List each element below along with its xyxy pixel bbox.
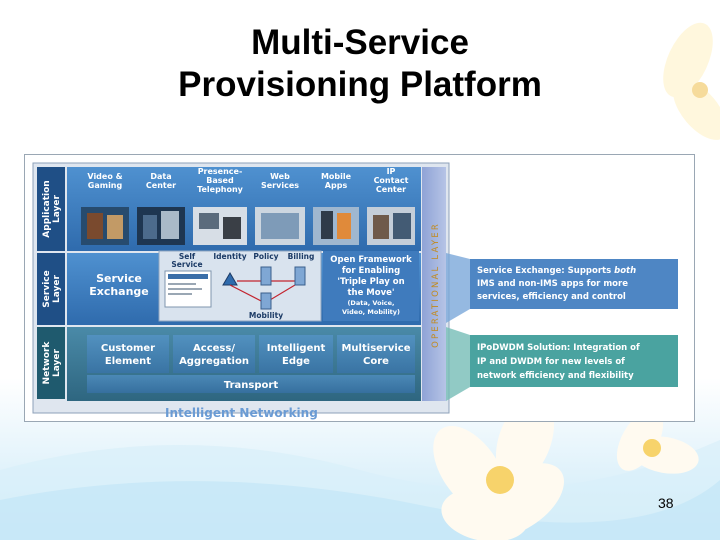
open-framework-line-4: the Move' bbox=[347, 288, 394, 298]
network-box-customer-element bbox=[87, 335, 169, 373]
app-tile-presence-telephony: Presence- Based Telephony bbox=[193, 167, 247, 245]
service-exchange-line-2: Exchange bbox=[89, 285, 149, 298]
service-callout-line-2: IMS and non-IMS apps for more bbox=[477, 279, 628, 289]
app-label: IP bbox=[387, 167, 396, 176]
app-label: Data bbox=[150, 172, 171, 181]
service-callout-text: Service Exchange: Supports bbox=[477, 266, 614, 276]
slide-title-line-1: Multi-Service bbox=[251, 23, 469, 62]
operational-layer-label: OPERATIONAL LAYER bbox=[431, 222, 441, 348]
mobility-server-icon bbox=[260, 292, 272, 310]
open-framework-line-3: 'Triple Play on bbox=[337, 277, 404, 287]
network-box-intelligent-edge bbox=[259, 335, 333, 373]
service-callout-line-1: Service Exchange: Supports both bbox=[477, 266, 636, 276]
slide-title: Multi-Service Provisioning Platform bbox=[0, 22, 720, 106]
ipodwdm-callout-line-2: IP and DWDM for new levels of bbox=[477, 357, 625, 367]
app-tile-video-gaming: Video & Gaming bbox=[81, 172, 129, 245]
network-box-access-aggregation bbox=[173, 335, 255, 373]
open-framework-line-6: Video, Mobility) bbox=[342, 308, 400, 316]
app-tile-ip-contact-center: IP Contact Center bbox=[367, 167, 415, 245]
mobility-label: Mobility bbox=[249, 311, 283, 320]
open-framework-line-1: Open Framework bbox=[330, 255, 412, 265]
open-framework-panel: Open Framework for Enabling 'Triple Play… bbox=[323, 251, 419, 321]
application-layer-label: Application bbox=[42, 180, 52, 237]
slide-title-line-2: Provisioning Platform bbox=[178, 65, 542, 104]
page-number: 38 bbox=[658, 495, 674, 511]
open-framework-line-5: (Data, Voice, bbox=[347, 299, 394, 307]
self-service-label: Self bbox=[179, 252, 196, 261]
network-item-label: Intelligent bbox=[267, 343, 326, 354]
service-callout-emphasis: both bbox=[614, 266, 636, 276]
application-layer-label-2: Layer bbox=[52, 194, 62, 223]
layer-labels: Application Layer Service Layer Network … bbox=[37, 167, 65, 399]
service-exchange-line-1: Service bbox=[96, 272, 142, 285]
frangipani-flower-top-right bbox=[663, 22, 720, 140]
app-label: Center bbox=[146, 181, 176, 190]
app-tile-data-center: Data Center bbox=[137, 172, 185, 245]
ipodwdm-callout: IPoDWDM Solution: Integration of IP and … bbox=[446, 327, 678, 401]
network-layer-label-2: Layer bbox=[52, 348, 62, 377]
app-label: Gaming bbox=[88, 181, 123, 190]
identity-label: Identity bbox=[213, 252, 246, 261]
network-item-label: Element bbox=[105, 356, 151, 367]
ipodwdm-callout-line-1: IPoDWDM Solution: Integration of bbox=[477, 343, 640, 353]
app-label: Center bbox=[376, 185, 406, 194]
intelligent-networking-label: Intelligent Networking bbox=[165, 406, 318, 420]
self-service-label-2: Service bbox=[171, 260, 202, 269]
application-tiles: Video & Gaming Data Center Presence- Bas… bbox=[81, 167, 415, 245]
service-exchange-label: Service Exchange bbox=[89, 272, 149, 298]
app-label: Web bbox=[270, 172, 290, 181]
app-label: Presence- bbox=[198, 167, 243, 176]
policy-label: Policy bbox=[253, 252, 278, 261]
app-label: Based bbox=[206, 176, 234, 185]
app-tile-mobile-apps: Mobile Apps bbox=[313, 172, 359, 245]
network-layer-label: Network bbox=[42, 341, 52, 385]
app-label: Apps bbox=[325, 181, 348, 190]
policy-server-icon bbox=[260, 266, 272, 286]
network-item-label: Multiservice bbox=[341, 343, 410, 354]
app-label: Contact bbox=[374, 176, 409, 185]
transport-bar bbox=[87, 375, 415, 393]
app-label: Video & bbox=[87, 172, 122, 181]
app-label: Mobile bbox=[321, 172, 352, 181]
architecture-diagram-svg: Application Layer Service Layer Network … bbox=[32, 162, 678, 420]
architecture-diagram: Application Layer Service Layer Network … bbox=[24, 154, 695, 422]
app-tile-web-services: Web Services bbox=[255, 172, 305, 245]
app-label: Telephony bbox=[197, 185, 244, 194]
open-framework-line-2: for Enabling bbox=[342, 266, 400, 276]
network-item-label: Access/ bbox=[193, 343, 235, 354]
network-item-label: Core bbox=[363, 356, 389, 367]
app-label: Services bbox=[261, 181, 299, 190]
billing-label: Billing bbox=[288, 252, 315, 261]
network-item-label: Customer bbox=[101, 343, 155, 354]
network-box-multiservice-core bbox=[337, 335, 415, 373]
billing-server-icon bbox=[294, 266, 306, 286]
operational-layer-strip bbox=[422, 167, 446, 401]
ipodwdm-callout-line-3: network efficiency and flexibility bbox=[477, 371, 634, 381]
service-exchange-callout: Service Exchange: Supports both IMS and … bbox=[446, 253, 678, 323]
network-item-label: Aggregation bbox=[179, 356, 249, 367]
service-panel: Self Service Identity Policy Billing Mob… bbox=[158, 250, 322, 322]
service-callout-line-3: services, efficiency and control bbox=[477, 292, 626, 302]
service-layer-label: Service bbox=[42, 270, 52, 307]
network-items: Customer Element Access/ Aggregation Int… bbox=[87, 335, 415, 393]
network-item-label: Edge bbox=[282, 356, 310, 367]
service-layer-label-2: Layer bbox=[52, 274, 62, 303]
transport-label: Transport bbox=[224, 380, 278, 391]
